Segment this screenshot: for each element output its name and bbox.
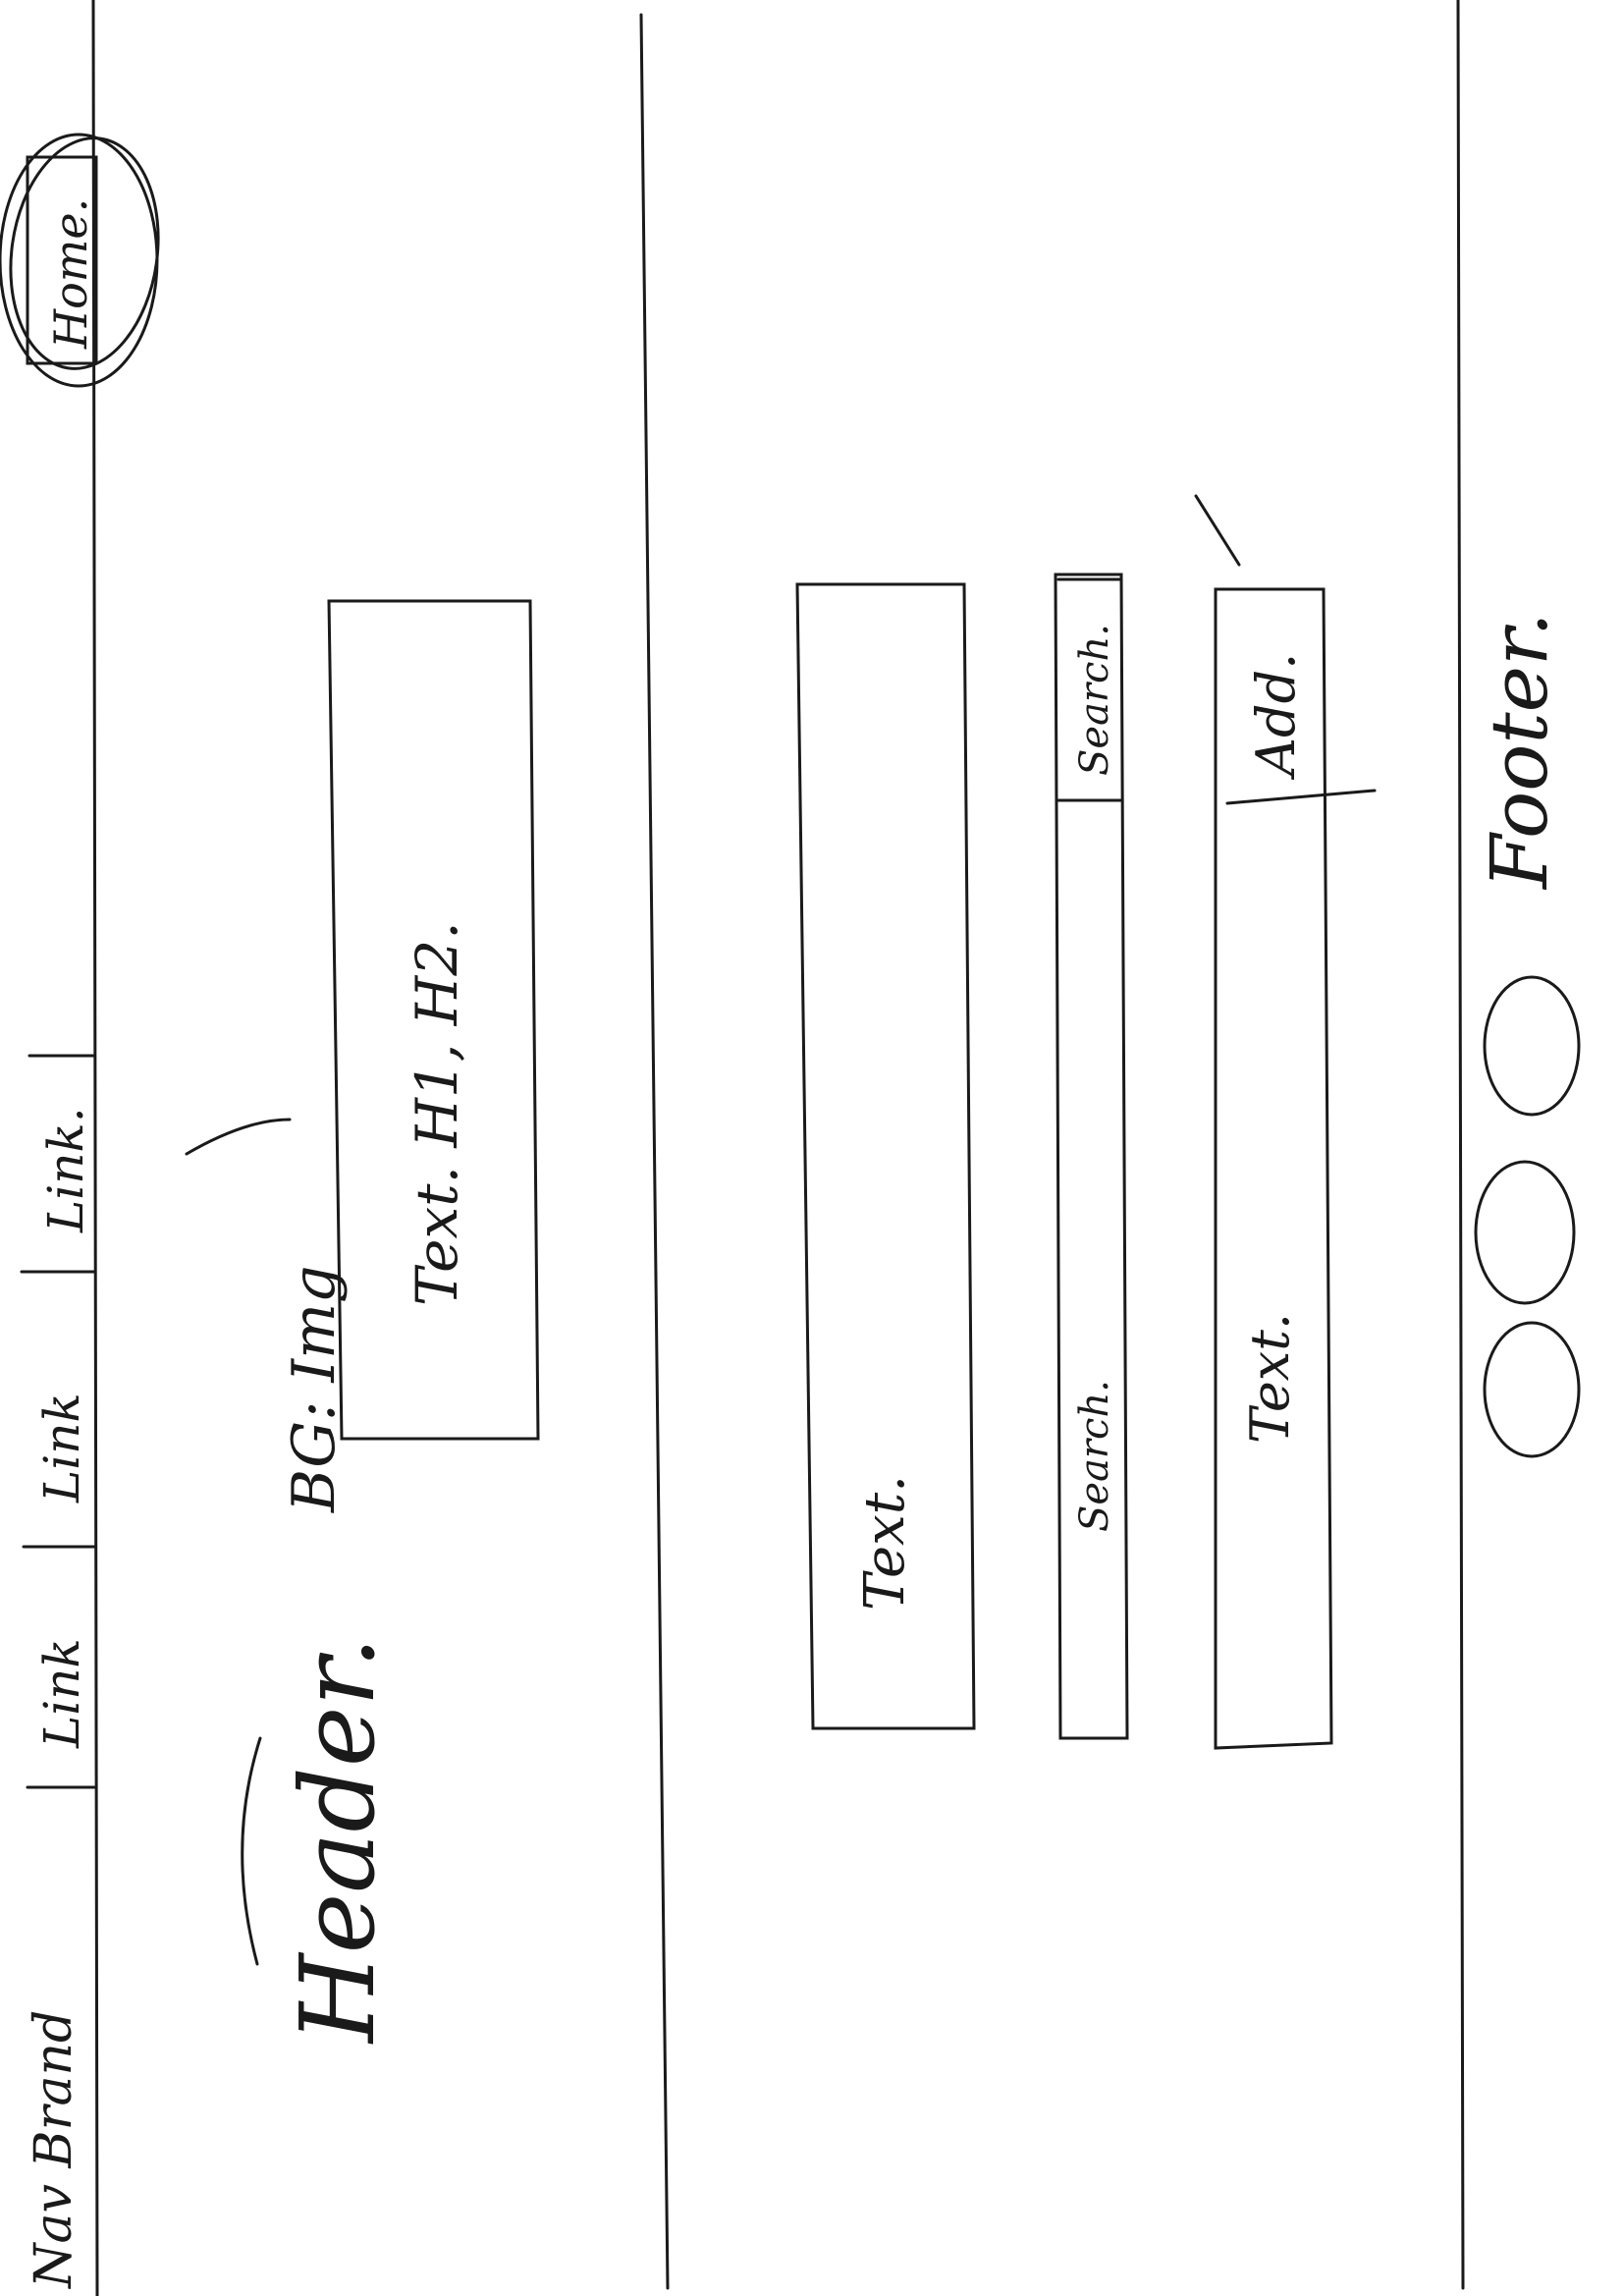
search-bar: Search. Search. <box>1054 573 1129 1740</box>
nav-link-1[interactable]: Link <box>33 1638 90 1749</box>
add-button-divider <box>1225 789 1377 805</box>
search-bar-outline <box>1054 573 1129 1740</box>
footer-label: Footer. <box>1474 612 1565 891</box>
header-open-paren <box>241 1736 262 1966</box>
footer-circle-icon[interactable] <box>1483 975 1581 1117</box>
header-label: Header. <box>278 1636 398 2045</box>
nav-brand[interactable]: Nav Brand <box>25 2010 83 2290</box>
footer-section: Footer. <box>1474 612 1581 1458</box>
home-circle-2 <box>9 137 160 370</box>
text-block-outline <box>795 582 976 1730</box>
nav-link-2[interactable]: Link <box>33 1393 90 1503</box>
header-section: Header. BG: Img Text. H1, H2. <box>185 599 540 2045</box>
hero-box-outline <box>327 599 540 1441</box>
footer-divider <box>1456 0 1465 2290</box>
hero-box: Text. H1, H2. <box>327 599 540 1441</box>
footer-circle-icon[interactable] <box>1483 1321 1581 1458</box>
search-button[interactable]: Search. <box>1072 624 1117 776</box>
bg-note-close-paren <box>185 1118 292 1156</box>
navbar: Nav Brand Link Link Link. Home. <box>0 129 173 2290</box>
hero-text: Text. H1, H2. <box>404 921 470 1306</box>
add-bar-outline <box>1214 587 1333 1750</box>
add-bar: Text. Add. <box>1194 494 1377 1750</box>
main-section: Text. Search. Search. Text. Add. <box>795 494 1377 1750</box>
text-block: Text. <box>795 582 976 1730</box>
add-button-mark <box>1194 494 1241 567</box>
add-text-field[interactable]: Text. <box>1239 1313 1301 1444</box>
home-label: Home. <box>44 198 97 350</box>
nav-link-3[interactable]: Link. <box>37 1107 94 1233</box>
footer-circle-icon[interactable] <box>1474 1160 1576 1305</box>
home-button[interactable]: Home. <box>0 129 173 388</box>
background-note: BG: Img <box>280 1266 349 1513</box>
header-divider <box>639 13 670 2290</box>
text-block-label: Text. <box>853 1475 917 1611</box>
home-box <box>26 155 98 365</box>
add-button[interactable]: Add. <box>1245 653 1307 781</box>
search-field[interactable]: Search. <box>1072 1380 1117 1532</box>
